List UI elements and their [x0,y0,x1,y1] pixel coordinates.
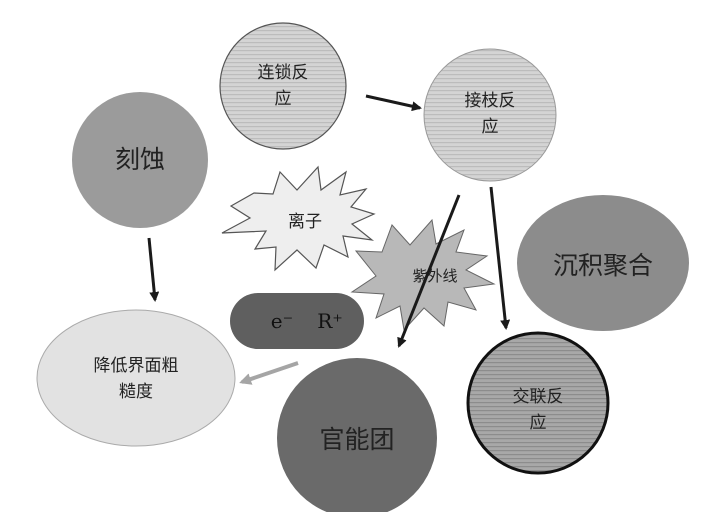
etching-label: 刻蚀 [114,144,165,174]
radical-label: R⁺ [317,308,343,333]
deposition-polymerization-label: 沉积聚合 [552,250,653,280]
uv-label: 紫外线 [412,267,458,286]
crosslink-reaction-label: 交联反 应 [512,386,564,433]
arrow-graft-to-functional [397,194,461,348]
species-capsule [230,293,364,349]
etching-circle [72,92,208,228]
ion-starburst [221,165,376,272]
electron-label: e⁻ [270,308,294,333]
reduce-roughness-ellipse [36,309,236,447]
reduce-roughness-label: 降低界面粗 糙度 [93,355,179,402]
deposition-polymerization-ellipse [517,195,689,331]
uv-starburst [350,218,496,332]
functional-group-label: 官能团 [319,424,395,454]
graft-reaction-circle [423,48,557,182]
chain-reaction-label: 连锁反 应 [257,62,309,109]
functional-group-circle [277,358,437,512]
arrow-graft-to-crosslink [489,186,511,330]
ion-label: 离子 [288,211,322,232]
arrow-chain-to-graft [365,94,422,112]
graft-reaction-label: 接枝反 应 [464,90,516,137]
arrow-functional-to-roughness [239,361,299,385]
crosslink-reaction-circle [466,331,610,475]
chain-reaction-circle [219,22,347,150]
arrow-etching-to-roughness [147,237,160,302]
